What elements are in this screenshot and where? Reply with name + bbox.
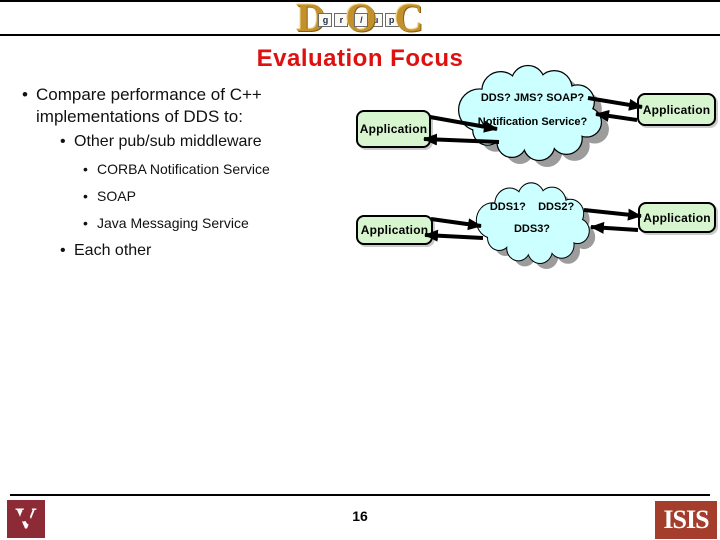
logo-small-p: p — [384, 13, 399, 27]
cloud-top-label-line1: DDS? JMS? SOAP? — [480, 92, 585, 104]
logo-letter-c: C — [394, 0, 424, 40]
cloud-fill — [459, 66, 601, 160]
bullet-compare-performance: Compare performance of C++ implementatio… — [22, 84, 336, 128]
logo-small-g: g — [318, 13, 333, 27]
application-box-bottom-right: Application — [638, 202, 716, 233]
logo-letter-o-wrap: O / — [345, 0, 376, 38]
logo-small-slash: / — [354, 13, 369, 27]
footer-divider-line — [10, 494, 710, 496]
logo-small-u: u — [368, 13, 383, 27]
cloud-top-label-line2: Notification Service? — [477, 116, 588, 128]
bullet-soap: SOAP — [83, 187, 136, 205]
application-box-top-right: Application — [637, 93, 716, 126]
page-number: 16 — [352, 508, 368, 524]
isis-logo: ISIS — [655, 501, 717, 539]
header-divider-line — [0, 34, 720, 36]
cloud-bottom-label-line1: DDS1? DDS2? — [489, 201, 575, 213]
bullet-each-other: Each other — [60, 241, 151, 261]
vanderbilt-logo: V — [7, 500, 45, 538]
slide-title: Evaluation Focus — [256, 45, 464, 72]
cloud-bottom-label-line2: DDS3? — [513, 223, 551, 235]
application-box-bottom-left: Application — [356, 215, 433, 245]
doc-group-logo: D g r O / u p C — [0, 0, 720, 40]
bullet-corba-notification: CORBA Notification Service — [83, 160, 270, 178]
bullet-java-messaging: Java Messaging Service — [83, 214, 249, 232]
logo-small-r: r — [334, 13, 349, 27]
middleware-cloud-top — [457, 64, 609, 167]
bullet-other-pubsub: Other pub/sub middleware — [60, 132, 262, 152]
application-box-top-left: Application — [356, 110, 431, 148]
top-edge-line — [0, 0, 720, 2]
